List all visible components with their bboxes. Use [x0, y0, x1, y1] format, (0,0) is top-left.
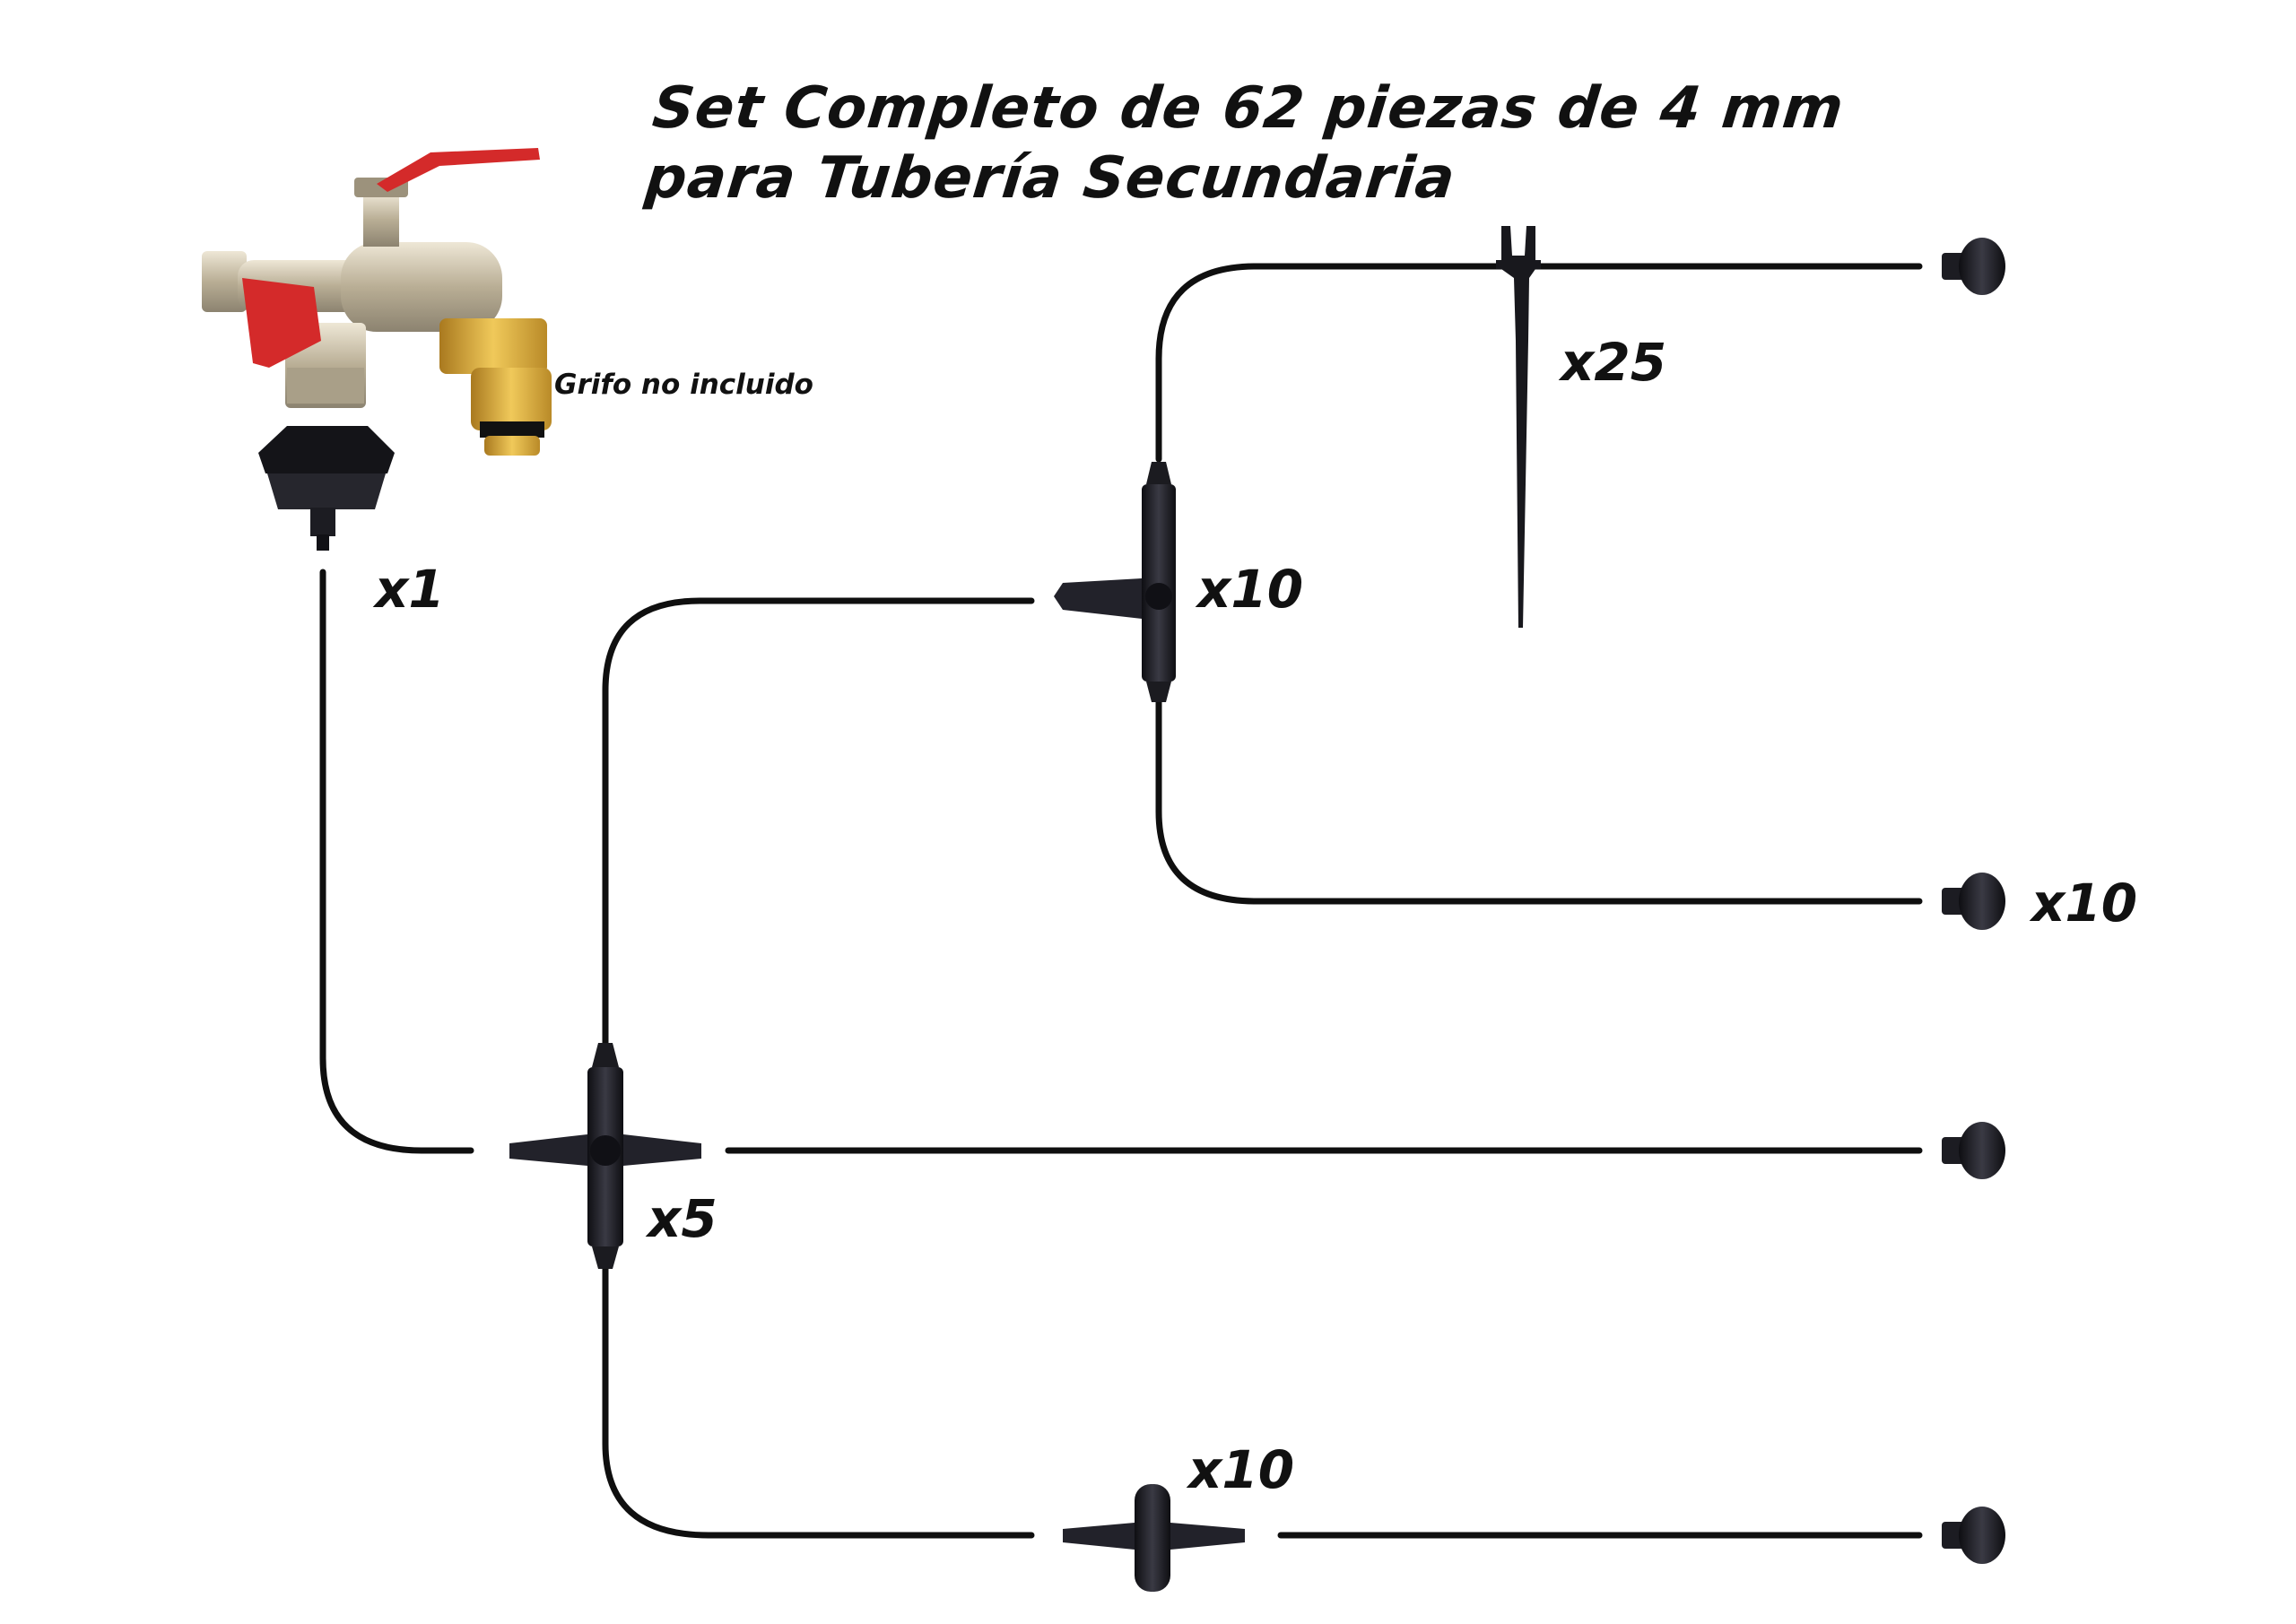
tap-adapter-icon	[258, 426, 395, 551]
double-faucet-icon	[202, 148, 552, 456]
end-plug-top	[1942, 238, 2005, 295]
qty-adapter: x1	[375, 559, 445, 620]
qty-cross: x5	[648, 1188, 718, 1249]
tee-connector-icon	[1054, 462, 1176, 702]
straight-connector-icon	[1063, 1484, 1245, 1592]
qty-tee: x10	[1197, 559, 1304, 620]
end-plug-bottom	[1942, 1507, 2005, 1564]
qty-end-plug: x10	[2031, 873, 2138, 934]
tube-cross-to-upper-tee	[602, 597, 1035, 1046]
end-plug-mid	[1942, 873, 2005, 930]
support-stake-icon	[1496, 226, 1541, 628]
qty-stake: x25	[1561, 332, 1667, 393]
tube-tee-to-mid-plug	[1155, 699, 1923, 905]
tube-tee-to-top-plug	[1155, 263, 1923, 463]
tube-cross-to-straight	[602, 1265, 1035, 1539]
diagram-title: Set Completo de 62 piezas de 4 mm para T…	[642, 74, 1848, 213]
faucet-note: Grifo no incluido	[554, 369, 813, 401]
end-plug-right	[1942, 1122, 2005, 1179]
tubing	[319, 263, 1923, 1539]
cross-connector-icon	[509, 1043, 701, 1269]
title-line-1: Set Completo de 62 piezas de 4 mm	[649, 75, 1848, 142]
tube-adapter-to-cross	[319, 569, 474, 1154]
qty-straight-connector: x10	[1188, 1439, 1295, 1500]
title-line-2: para Tubería Secundaria	[642, 145, 1459, 212]
